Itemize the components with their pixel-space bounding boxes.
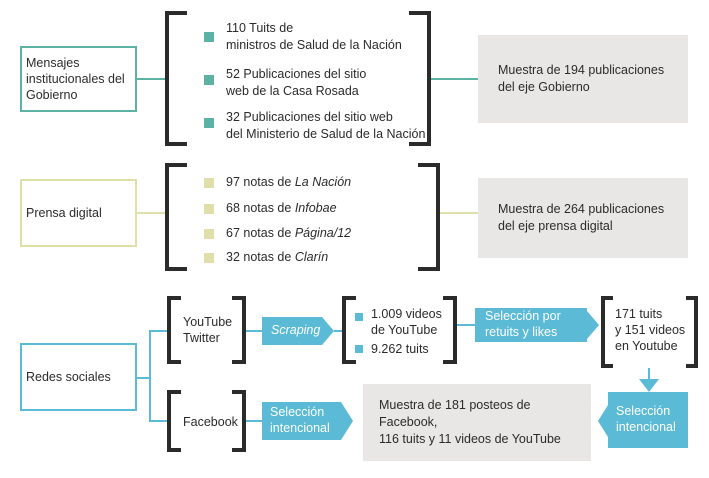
- bullet-square: [204, 178, 214, 188]
- gobierno-muestra-box: Muestra de 194 publicaciones del eje Gob…: [478, 35, 688, 123]
- gobierno-item-2-line1: 52 Publicaciones del sitio: [226, 67, 367, 81]
- prensa-item-1: 97 notas de La Nación: [226, 174, 351, 190]
- redes-connector-stem: [137, 377, 150, 379]
- scraping-label: Scraping: [271, 323, 321, 338]
- facebook-label: Facebook: [183, 415, 238, 429]
- prensa-label-box: Prensa digital: [20, 179, 137, 247]
- prensa-item-4-medio: Clarín: [294, 250, 329, 264]
- bullet-square: [204, 32, 214, 42]
- gobierno-item-1-line2: ministros de Salud de la Nación: [226, 38, 402, 52]
- seleccion-intencional-line2: intencional: [270, 421, 330, 435]
- prensa-connector-right: [440, 212, 478, 214]
- redes-muestra-line1: Muestra de 181 posteos de Facebook,: [379, 398, 531, 430]
- result-line1: 171 tuits: [615, 307, 663, 321]
- tuits-count: 9.262 tuits: [371, 342, 429, 356]
- data-connector: [457, 324, 475, 326]
- twitter-label: Twitter: [183, 331, 220, 345]
- gobierno-item-2-line2: web de la Casa Rosada: [226, 84, 359, 98]
- redes-connector-vertical: [149, 330, 151, 422]
- prensa-item-2-prefix: 68 notas de: [226, 201, 295, 215]
- gobierno-label: Mensajes institucionales del Gobierno: [26, 55, 125, 103]
- yt-tw-bracket-right: [232, 296, 246, 364]
- facebook-bracket-right: [232, 390, 246, 452]
- prensa-item-4-prefix: 32 notas de: [226, 250, 295, 264]
- seleccion-intencional-right-box: Selección intencional: [608, 392, 688, 448]
- seleccion-intencional-right-arrow-head: [598, 405, 608, 437]
- seleccion-intencional-arrow-head: [341, 402, 353, 440]
- prensa-item-3-prefix: 67 notas de: [226, 226, 295, 240]
- prensa-item-3-medio: Página/12: [294, 226, 352, 240]
- bullet-square: [204, 229, 214, 239]
- prensa-item-1-prefix: 97 notas de: [226, 175, 295, 189]
- prensa-item-2: 68 notas de Infobae: [226, 200, 337, 216]
- gobierno-item-3-line2: del Ministerio de Salud de la Nación: [226, 127, 426, 141]
- gobierno-bracket-right: [409, 11, 431, 146]
- yt-tw-bracket-left: [167, 296, 181, 364]
- scraping-connector: [334, 330, 342, 332]
- scraping-arrow-head: [322, 317, 334, 345]
- videos-line1: 1.009 videos: [371, 307, 442, 321]
- seleccion-retuits-line2: retuits y likes: [485, 325, 558, 339]
- gobierno-connector-right: [431, 78, 478, 80]
- scraping-arrow: Scraping: [262, 317, 322, 345]
- seleccion-intencional-arrow: Selección intencional: [262, 402, 341, 440]
- seleccion-intencional-line1: Selección: [270, 405, 325, 420]
- bullet-square: [204, 118, 214, 128]
- data-bracket-right: [443, 296, 457, 364]
- bullet-square: [204, 75, 214, 85]
- prensa-item-4: 32 notas de Clarín: [226, 249, 328, 265]
- gobierno-item-1-line1: 110 Tuits de: [226, 21, 294, 35]
- redes-connector-upper: [149, 330, 167, 332]
- videos-line2: de YouTube: [371, 323, 438, 337]
- result-line3: en Youtube: [615, 339, 678, 353]
- prensa-muestra-box: Muestra de 264 publicaciones del eje pre…: [478, 178, 688, 258]
- seleccion-retuits-arrow-head: [587, 311, 599, 339]
- seleccion-retuits-line1: Selección por: [485, 309, 561, 324]
- prensa-bracket-left: [165, 163, 187, 271]
- prensa-item-1-medio: La Nación: [294, 175, 352, 189]
- prensa-item-3: 67 notas de Página/12: [226, 225, 351, 241]
- redes-label-box: Redes sociales: [20, 343, 137, 411]
- bullet-square: [204, 204, 214, 214]
- bullet-square: [204, 253, 214, 263]
- youtube-label: YouTube: [183, 315, 233, 329]
- bullet-square: [355, 345, 363, 353]
- facebook-connector: [246, 420, 262, 422]
- redes-connector-lower: [149, 420, 167, 422]
- result-bracket-right: [686, 296, 698, 368]
- prensa-bracket-right: [418, 163, 440, 271]
- result-line2: y 151 videos: [615, 323, 686, 337]
- prensa-label: Prensa digital: [26, 205, 102, 220]
- prensa-muestra-line2: del eje prensa digital: [498, 219, 613, 233]
- seleccion-intencional-right-line2: intencional: [616, 420, 676, 434]
- seleccion-intencional-right-line1: Selección: [616, 404, 671, 419]
- result-down-connector: [648, 368, 650, 379]
- gobierno-bracket-left: [165, 11, 187, 146]
- gobierno-muestra-line1: Muestra de 194 publicaciones: [498, 63, 665, 78]
- prensa-item-2-medio: Infobae: [294, 201, 337, 215]
- redes-muestra-box: Muestra de 181 posteos de Facebook, 116 …: [363, 384, 591, 461]
- result-bracket-left: [601, 296, 613, 368]
- prensa-connector-left: [137, 212, 165, 214]
- down-arrow-head: [639, 379, 659, 392]
- yt-tw-connector: [246, 330, 262, 332]
- gobierno-item-3-line1: 32 Publicaciones del sitio web: [226, 110, 393, 124]
- gobierno-connector-left: [137, 78, 165, 80]
- redes-label: Redes sociales: [26, 369, 111, 384]
- seleccion-retuits-arrow: Selección por retuits y likes: [475, 308, 587, 342]
- prensa-muestra-line1: Muestra de 264 publicaciones: [498, 202, 665, 217]
- data-bracket-left: [342, 296, 356, 364]
- bullet-square: [355, 313, 363, 321]
- gobierno-label-box: Mensajes institucionales del Gobierno: [20, 46, 137, 112]
- gobierno-muestra-line2: del eje Gobierno: [498, 80, 590, 94]
- redes-muestra-line2: 116 tuits y 11 videos de YouTube: [379, 431, 561, 446]
- facebook-bracket-left: [167, 390, 181, 452]
